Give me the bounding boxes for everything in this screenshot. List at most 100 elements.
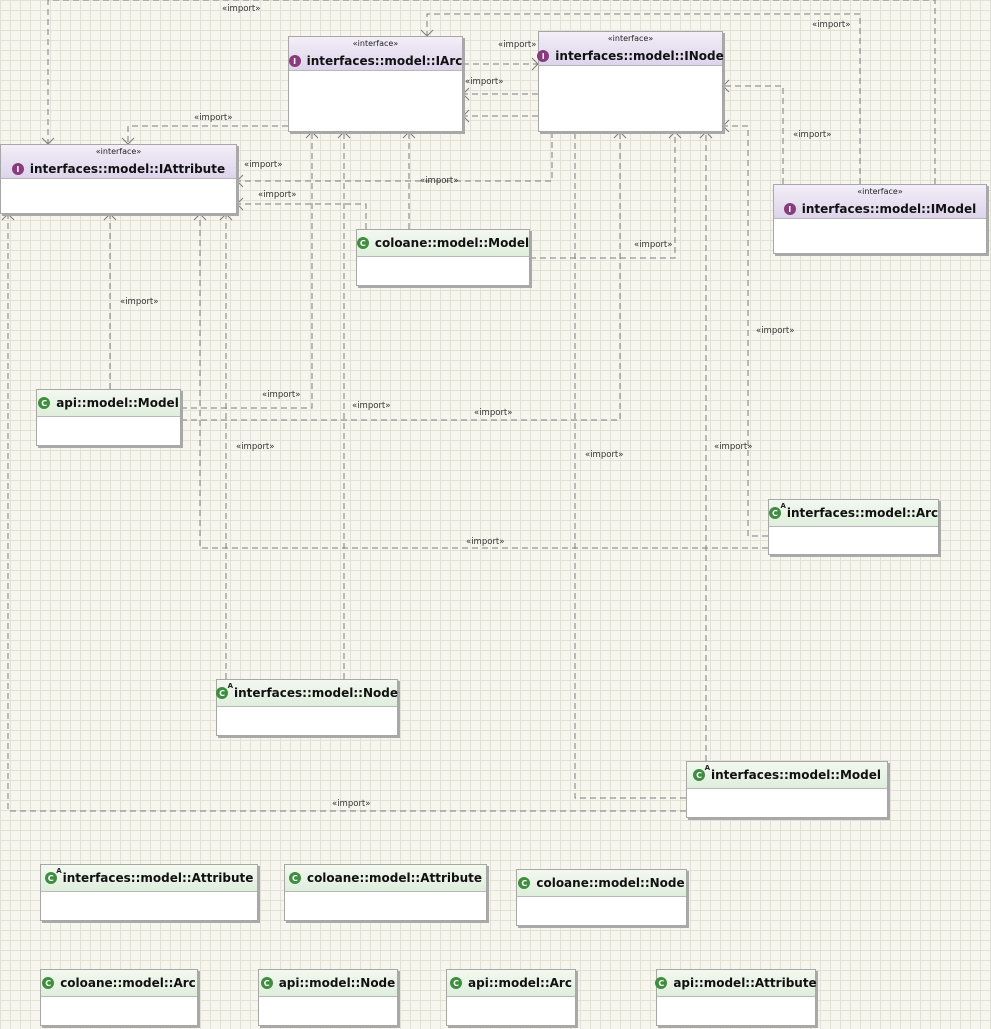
- import-label: «import»: [352, 401, 390, 411]
- dependency-line: [127, 125, 288, 144]
- dependency-line: [463, 115, 686, 799]
- arrowhead-icon: [103, 213, 117, 221]
- import-label: «import»: [793, 130, 831, 140]
- stereotype-label: «interface»: [607, 34, 654, 43]
- dependency-line: [7, 214, 686, 812]
- arrowhead-icon: [699, 131, 713, 139]
- class-icon: C: [38, 397, 51, 409]
- abstract-class-icon: C: [693, 764, 710, 781]
- arrowhead-icon: [236, 174, 244, 188]
- connector-interfaces-node-to-iattribute: «import»: [219, 213, 274, 679]
- connector-api-model-to-iattribute: «import»: [103, 213, 158, 389]
- import-label: «import»: [812, 20, 850, 30]
- dependency-line: [237, 203, 367, 229]
- interface-icon: I: [783, 203, 796, 215]
- connector-coloane-model-to-iarc: [402, 131, 416, 229]
- arrowhead-icon: [462, 109, 470, 123]
- import-label: «import»: [474, 408, 512, 418]
- interface-icon: I: [288, 55, 301, 67]
- arrowhead-icon: [1, 213, 15, 221]
- node-interfaces-node[interactable]: Cinterfaces::model::Node: [216, 679, 398, 736]
- node-title: api::model::Arc: [468, 976, 572, 990]
- dependency-line: [47, 0, 936, 184]
- connector-coloane-model-to-iattribute: «import»: [236, 190, 367, 229]
- connector-interfaces-model-to-iattribute: «import»: [1, 213, 686, 812]
- node-interfaces-attribute[interactable]: Cinterfaces::model::Attribute: [40, 864, 258, 921]
- class-icon: C: [42, 977, 55, 989]
- arrowhead-icon: [219, 213, 233, 221]
- node-title: api::model::Attribute: [673, 976, 817, 990]
- interface-icon: I: [537, 50, 550, 62]
- connector-interfaces-arc-to-iattribute: «import»: [193, 213, 768, 549]
- import-label: «import»: [714, 442, 752, 452]
- arrowhead-icon: [337, 131, 351, 139]
- connector-interfaces-model-to-iarc: «import»: [462, 109, 686, 799]
- connector-inode-to-iarc: «import»: [462, 77, 538, 101]
- abstract-class-icon: C: [768, 502, 786, 519]
- dependency-line: [723, 125, 768, 537]
- import-label: «import»: [420, 176, 458, 186]
- dependency-line: [199, 214, 768, 549]
- connector-iarc-to-iattribute: «import»: [121, 113, 288, 145]
- dependency-line: [426, 13, 861, 184]
- dependency-line: [237, 132, 553, 182]
- node-title: interfaces::model::Model: [711, 768, 881, 782]
- import-label: «import»: [120, 297, 158, 307]
- class-icon: C: [288, 872, 301, 884]
- node-title: interfaces::model::Arc: [786, 506, 939, 520]
- abstract-class-icon: C: [44, 867, 62, 884]
- connector-interfaces-model-to-inode: «import»: [699, 131, 752, 761]
- interface-icon: I: [11, 163, 24, 175]
- node-title: coloane::model::Attribute: [306, 871, 483, 885]
- node-title: interfaces::model::INode: [555, 49, 724, 63]
- arrowhead-icon: [193, 213, 207, 221]
- connector-api-model-to-inode: «import»: [181, 131, 627, 421]
- class-icon: C: [450, 977, 463, 989]
- connector-coloane-model-to-inode: «import»: [530, 131, 682, 259]
- connector-iarc-to-inode: «import»: [463, 40, 539, 71]
- import-label: «import»: [194, 113, 232, 123]
- class-icon: C: [356, 237, 369, 249]
- dependency-line: [181, 132, 621, 421]
- stereotype-label: «interface»: [352, 39, 399, 48]
- import-label: «import»: [222, 4, 260, 14]
- connector-interfaces-arc-to-inode: «import»: [722, 119, 794, 537]
- connector-iattribute-import-label: «import»: [244, 160, 282, 170]
- node-interfaces-arc[interactable]: Cinterfaces::model::Arc: [768, 499, 939, 555]
- arrowhead-icon: [722, 79, 730, 93]
- arrowhead-icon: [462, 87, 470, 101]
- import-label: «import»: [262, 390, 300, 400]
- import-label: «import»: [756, 326, 794, 336]
- stereotype-label: «interface»: [95, 147, 142, 156]
- import-label: «import»: [634, 240, 672, 250]
- import-label: «import»: [258, 190, 296, 200]
- abstract-class-icon: C: [216, 682, 233, 699]
- arrowhead-icon: [236, 197, 244, 211]
- node-title: api::model::Node: [278, 976, 396, 990]
- dependency-line: [723, 85, 784, 184]
- node-interfaces-model[interactable]: Cinterfaces::model::Model: [686, 761, 888, 818]
- class-icon: C: [655, 977, 668, 989]
- connector-inode-to-iattribute: «import»: [236, 132, 553, 188]
- arrowhead-icon: [668, 131, 682, 139]
- stereotype-label: «interface»: [857, 187, 903, 196]
- node-title: interfaces::model::IModel: [801, 202, 977, 216]
- node-title: interfaces::model::IAttribute: [29, 162, 226, 176]
- import-label: «import»: [466, 537, 504, 547]
- dependency-line: [530, 132, 676, 259]
- class-icon: C: [518, 877, 531, 889]
- import-label: «import»: [332, 799, 370, 809]
